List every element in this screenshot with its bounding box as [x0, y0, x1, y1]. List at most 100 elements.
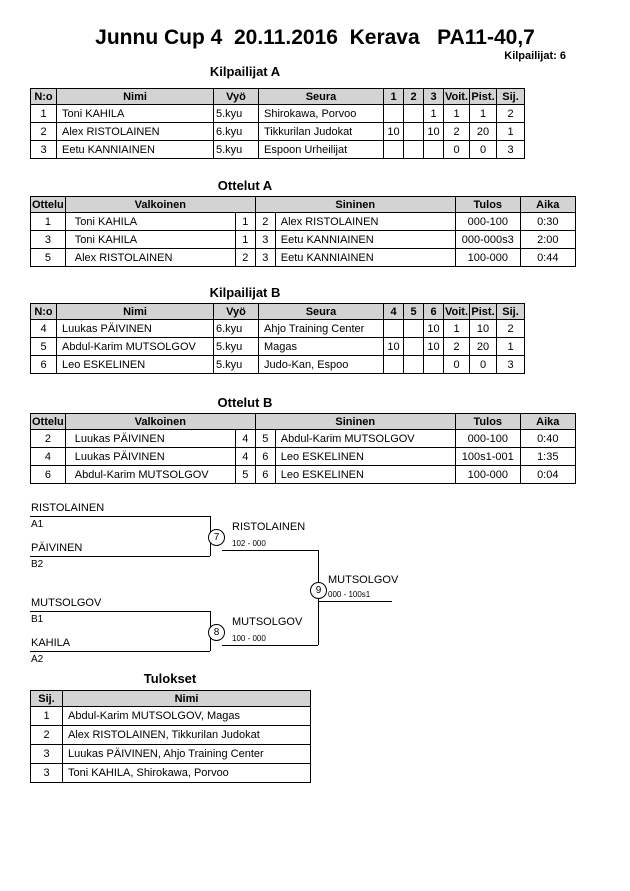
cell-tulos: 000-100 [454, 212, 521, 231]
table-row: 1 Abdul-Karim MUTSOLGOV, Magas [30, 706, 311, 726]
cell-score-6: 10 [423, 337, 444, 356]
cell-vyo: 5.kyu [213, 140, 259, 159]
col-header-no: N:o [30, 88, 57, 105]
cell-nimi: Alex RISTOLAINEN [56, 122, 214, 141]
cell-vyo: 5.kyu [213, 355, 259, 374]
cell-seura: Shirokawa, Porvoo [258, 104, 384, 123]
cell-ottelu: 5 [30, 248, 66, 267]
cell-voit: 1 [442, 104, 471, 123]
col-header-1: 1 [383, 88, 404, 105]
cell-sininen-no: 6 [254, 465, 276, 484]
table-row: 2 Alex RISTOLAINEN 6.kyu Tikkurilan Judo… [30, 122, 526, 141]
col-header-nimi: Nimi [56, 88, 214, 105]
cell-seura: Ahjo Training Center [258, 319, 384, 338]
col-header-sij: Sij. [496, 88, 526, 105]
cell-no: 4 [30, 319, 57, 338]
cell-no: 5 [30, 337, 57, 356]
bracket-entrant-name: RISTOLAINEN [31, 502, 105, 514]
cell-vyo: 6.kyu [213, 319, 259, 338]
cell-voit: 2 [442, 337, 471, 356]
section-heading-tulokset: Tulokset [143, 671, 197, 686]
cell-no: 3 [30, 140, 57, 159]
cell-sij: 3 [30, 744, 63, 764]
cell-aika: 1:35 [519, 447, 576, 466]
cell-sininen-no: 3 [254, 248, 276, 267]
bracket-seed-code: A2 [31, 654, 44, 665]
tulokset-table: Sij. Nimi 1 Abdul-Karim MUTSOLGOV, Magas… [30, 690, 311, 783]
cell-nimi: Eetu KANNIAINEN [56, 140, 214, 159]
cell-nimi: Luukas PÄIVINEN [56, 319, 214, 338]
cell-valkoinen: Toni KAHILA [64, 230, 236, 249]
bracket-winner-name: RISTOLAINEN [232, 521, 306, 533]
table-row: 6 Leo ESKELINEN 5.kyu Judo-Kan, Espoo 0 … [30, 355, 526, 374]
cell-pist: 0 [469, 140, 498, 159]
cell-tulos: 000-100 [454, 429, 521, 448]
col-header-pist: Pist. [469, 303, 498, 320]
cell-aika: 0:44 [519, 248, 576, 267]
cell-seura: Espoon Urheilijat [258, 140, 384, 159]
cell-valkoinen-no: 4 [234, 447, 256, 466]
col-header-voit: Voit. [442, 88, 471, 105]
kilpailijat-b-table: N:o Nimi Vyö Seura 4 5 6 Voit. Pist. Sij… [30, 303, 526, 374]
table-row: 4 Luukas PÄIVINEN 4 6 Leo ESKELINEN 100s… [30, 447, 576, 466]
cell-sij: 1 [496, 337, 526, 356]
cell-valkoinen: Luukas PÄIVINEN [64, 447, 236, 466]
cell-sij: 2 [30, 725, 63, 745]
cell-score-4 [383, 319, 404, 338]
table-header-row: N:o Nimi Vyö Seura 4 5 6 Voit. Pist. Sij… [30, 303, 526, 320]
col-header-seura: Seura [258, 88, 384, 105]
col-header-ottelu: Ottelu [30, 413, 66, 430]
cell-aika: 0:30 [519, 212, 576, 231]
cell-sininen-no: 3 [254, 230, 276, 249]
col-header-5: 5 [403, 303, 424, 320]
table-row: 3 Toni KAHILA, Shirokawa, Porvoo [30, 763, 311, 783]
bracket-winner-name: MUTSOLGOV [232, 616, 303, 628]
match-number-badge: 9 [310, 582, 327, 599]
col-header-voit: Voit. [442, 303, 471, 320]
col-header-2: 2 [403, 88, 424, 105]
section-heading-kilpailijat-a: Kilpailijat A [209, 64, 281, 79]
table-header-row: Ottelu Valkoinen Sininen Tulos Aika [30, 413, 576, 430]
col-header-pist: Pist. [469, 88, 498, 105]
cell-valkoinen-no: 4 [234, 429, 256, 448]
cell-valkoinen-no: 2 [234, 248, 256, 267]
table-row: 6 Abdul-Karim MUTSOLGOV 5 6 Leo ESKELINE… [30, 465, 576, 484]
table-header-row: Sij. Nimi [30, 690, 311, 707]
bracket-entrant-line [30, 516, 210, 517]
col-header-nimi: Nimi [62, 690, 311, 707]
bracket-seed-code: A1 [31, 519, 44, 530]
cell-score-5 [403, 337, 424, 356]
cell-sininen-no: 2 [254, 212, 276, 231]
table-row: 3 Toni KAHILA 1 3 Eetu KANNIAINEN 000-00… [30, 230, 576, 249]
cell-nimi: Abdul-Karim MUTSOLGOV [56, 337, 214, 356]
col-header-seura: Seura [258, 303, 384, 320]
table-header-row: N:o Nimi Vyö Seura 1 2 3 Voit. Pist. Sij… [30, 88, 526, 105]
ottelut-a-table: Ottelu Valkoinen Sininen Tulos Aika 1 To… [30, 196, 576, 267]
col-header-nimi: Nimi [56, 303, 214, 320]
table-row: 5 Abdul-Karim MUTSOLGOV 5.kyu Magas 10 1… [30, 337, 526, 356]
bracket-seed-code: B2 [31, 559, 44, 570]
cell-tulos: 100-000 [454, 465, 521, 484]
bracket-winner-line [222, 550, 318, 551]
table-row: 3 Luukas PÄIVINEN, Ahjo Training Center [30, 744, 311, 764]
bracket-winner-line [222, 645, 318, 646]
cell-sij: 2 [496, 319, 526, 338]
cell-sij: 1 [30, 706, 63, 726]
col-header-no: N:o [30, 303, 57, 320]
table-header-row: Ottelu Valkoinen Sininen Tulos Aika [30, 196, 576, 213]
cell-no: 6 [30, 355, 57, 374]
col-header-sininen: Sininen [254, 413, 456, 430]
cell-seura: Magas [258, 337, 384, 356]
cell-sininen: Eetu KANNIAINEN [274, 230, 456, 249]
cell-sininen: Leo ESKELINEN [274, 447, 456, 466]
cell-score-3: 10 [423, 122, 444, 141]
cell-voit: 2 [442, 122, 471, 141]
bracket-entrant-name: KAHILA [31, 637, 71, 649]
col-header-4: 4 [383, 303, 404, 320]
cell-valkoinen-no: 1 [234, 212, 256, 231]
cell-sininen: Eetu KANNIAINEN [274, 248, 456, 267]
cell-no: 1 [30, 104, 57, 123]
cell-sij: 3 [496, 355, 526, 374]
bracket-entrant-name: PÄIVINEN [31, 542, 83, 554]
cell-score-5 [403, 355, 424, 374]
